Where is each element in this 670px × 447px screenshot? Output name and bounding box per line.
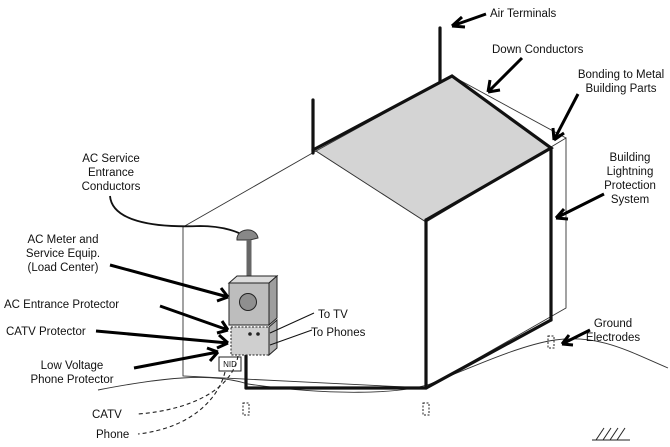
- rear-gable-edge: [451, 75, 567, 139]
- ground-electrode: [242, 402, 250, 416]
- label-ac-meter-3: (Load Center): [28, 262, 99, 274]
- arrow-catv-protector: [95, 329, 229, 350]
- meter-dial: [239, 293, 257, 311]
- ground-electrode: [547, 335, 555, 349]
- arrow-ac-meter: [109, 263, 230, 303]
- label-bonding-1: Bonding to Metal: [578, 69, 664, 81]
- ground-electrode: [422, 402, 430, 416]
- to-phones-line: [269, 329, 313, 346]
- label-building-2: Lightning: [607, 166, 654, 178]
- label-ac-service-3: Conductors: [82, 181, 141, 193]
- label-bonding-2: Building Parts: [586, 83, 657, 95]
- arrow-air-terminals: [450, 12, 487, 29]
- to-tv-line: [269, 312, 315, 334]
- ac-service-cable: [109, 195, 246, 239]
- label-building-3: Protection: [604, 180, 656, 192]
- nid-label: NID: [223, 360, 237, 369]
- meter-box: [227, 274, 279, 327]
- label-catv: CATV: [92, 409, 122, 421]
- nid-box: [218, 356, 242, 372]
- label-ac-entrance-protector: AC Entrance Protector: [4, 299, 119, 311]
- callout-arrows: [95, 12, 605, 370]
- label-building-4: System: [611, 194, 649, 206]
- earth-hatch: [592, 427, 630, 441]
- ground-electrodes: [242, 335, 555, 416]
- label-to-phones: To Phones: [311, 327, 366, 339]
- label-ac-meter-1: AC Meter and: [28, 234, 99, 246]
- phone-cable: [137, 371, 226, 435]
- label-down-conductors: Down Conductors: [492, 44, 584, 56]
- catv-cable: [137, 355, 239, 415]
- arrow-ac-entrance-protector: [159, 304, 230, 335]
- arrow-building-lps: [554, 192, 605, 221]
- label-low-voltage-1: Low Voltage: [41, 360, 104, 372]
- ground-ring-conductor: [244, 318, 553, 390]
- label-catv-protector: CATV Protector: [6, 326, 86, 338]
- weather-head: [236, 229, 259, 241]
- arrow-ground-electrodes: [560, 328, 591, 347]
- protector-panel: [230, 318, 278, 357]
- roof: [315, 75, 552, 223]
- ground-line: [97, 338, 669, 393]
- label-ground-1: Ground: [594, 318, 632, 330]
- label-ac-meter-2: Service Equip.: [26, 248, 100, 260]
- label-to-tv: To TV: [318, 309, 348, 321]
- label-ground-2: Electrodes: [586, 332, 641, 344]
- conductor-system: [244, 26, 554, 390]
- label-building-1: Building: [610, 152, 651, 164]
- roof-conductor: [311, 74, 554, 222]
- arrow-bonding: [551, 93, 580, 142]
- label-phone: Phone: [96, 429, 129, 441]
- label-ac-service-1: AC Service: [82, 153, 140, 165]
- label-low-voltage-2: Phone Protector: [30, 374, 113, 386]
- label-air-terminals: Air Terminals: [490, 8, 556, 20]
- arrow-phone-protector: [133, 346, 220, 370]
- label-ac-service-2: Entrance: [88, 167, 134, 179]
- arrow-down-conductors: [486, 56, 524, 94]
